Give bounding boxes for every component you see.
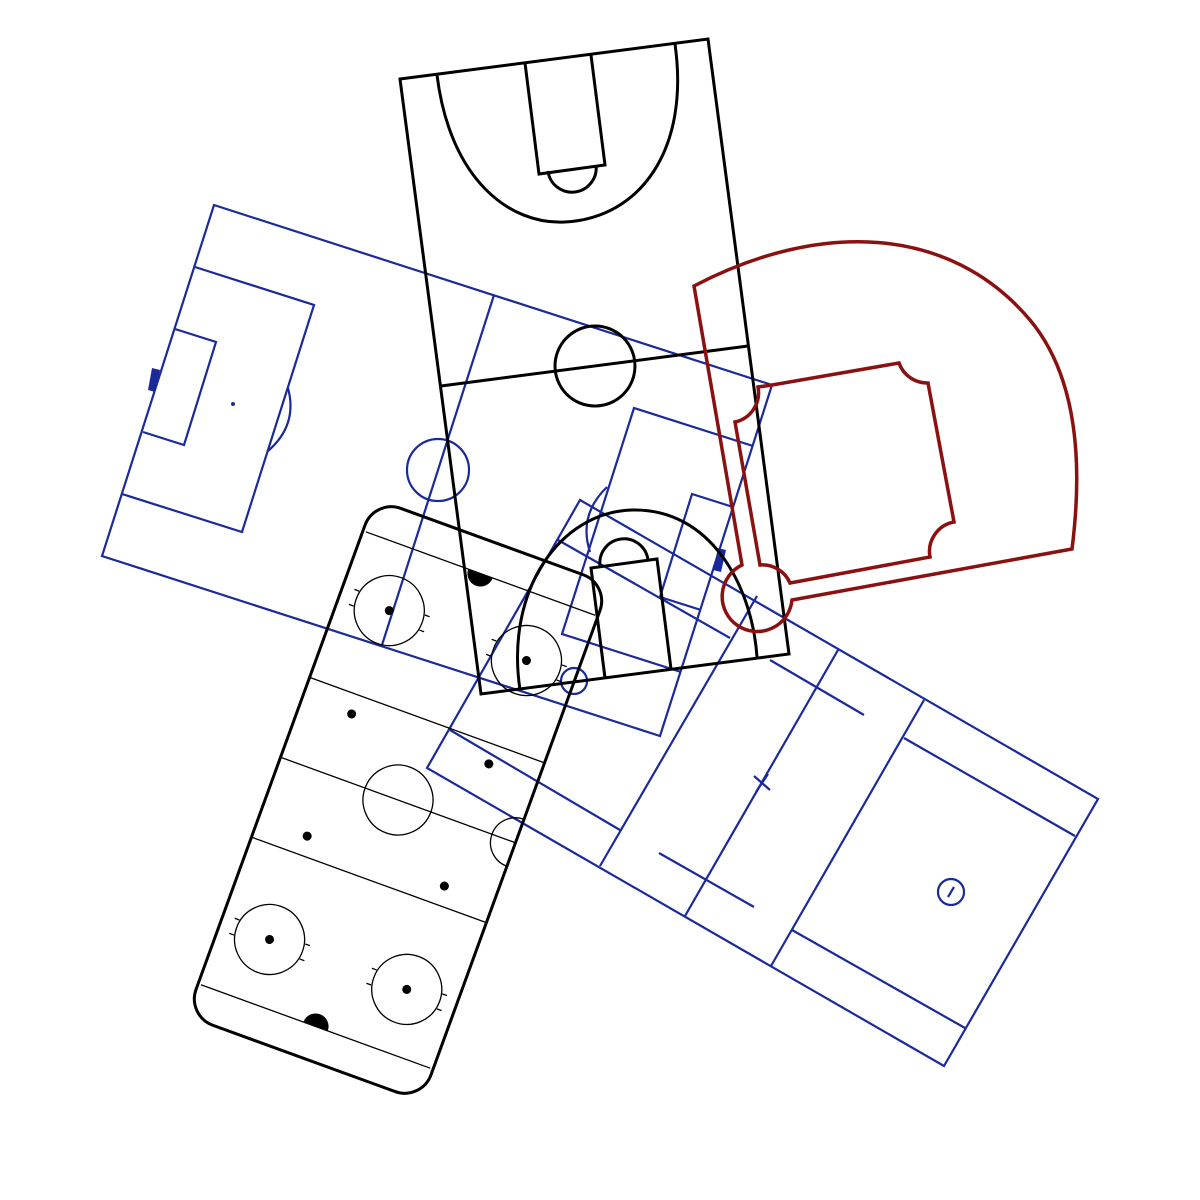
lacrosse-goal-area-bottom-right bbox=[791, 929, 966, 1029]
faceoff-circle bbox=[371, 953, 443, 1026]
basketball-free-throw-arc-top bbox=[546, 164, 598, 194]
faceoff-hash-marks bbox=[229, 588, 567, 1012]
basketball-boundary bbox=[398, 37, 791, 696]
hockey-rink bbox=[192, 505, 604, 1095]
baseball-infield bbox=[732, 361, 957, 585]
basketball-center-circle bbox=[553, 324, 637, 408]
soccer-penalty-box-left bbox=[121, 265, 316, 534]
soccer-pitch bbox=[100, 203, 774, 738]
soccer-center-circle bbox=[405, 437, 471, 503]
hockey-neutral-dots bbox=[302, 709, 494, 891]
lacrosse-wing-line-top bbox=[769, 659, 865, 716]
basketball-court bbox=[398, 37, 791, 696]
basketball-lane-top bbox=[523, 54, 607, 176]
hockey-center-line bbox=[280, 756, 516, 844]
lacrosse-restraining-line-right bbox=[770, 699, 925, 967]
baseball-outfield-boundary bbox=[692, 240, 1079, 634]
hockey-goal-crease-bottom bbox=[303, 1013, 329, 1031]
soccer-penalty-arc-left bbox=[267, 387, 292, 452]
soccer-penalty-box-right bbox=[560, 406, 754, 674]
baseball-field bbox=[692, 240, 1079, 634]
neutral-zone-dot bbox=[302, 831, 312, 841]
soccer-halfway-line bbox=[380, 294, 496, 646]
lacrosse-goal-right bbox=[947, 886, 955, 898]
lacrosse-center-x bbox=[753, 773, 771, 793]
hockey-blue-line-bottom bbox=[251, 836, 487, 924]
basketball-half-court-line bbox=[440, 344, 749, 388]
faceoff-dot bbox=[402, 984, 412, 994]
soccer-goal-area-right bbox=[658, 492, 734, 612]
hockey-blue-line-top bbox=[309, 676, 545, 764]
soccer-penalty-arc-right bbox=[585, 486, 608, 553]
hockey-faceoff-circles bbox=[229, 574, 567, 1026]
neutral-zone-dot bbox=[347, 709, 357, 719]
faceoff-dot bbox=[384, 606, 394, 616]
basketball-free-throw-arc-bottom bbox=[598, 537, 650, 567]
hockey-referee-crease bbox=[489, 817, 525, 867]
neutral-zone-dot bbox=[439, 881, 449, 891]
lacrosse-goal-area-top-left bbox=[557, 539, 731, 639]
hockey-center-circle bbox=[362, 764, 434, 836]
neutral-zone-dot bbox=[484, 759, 494, 769]
basketball-three-point-arc-top bbox=[435, 43, 680, 224]
basketball-three-point-arc-bottom bbox=[516, 508, 759, 691]
soccer-goal-right bbox=[713, 548, 726, 572]
faceoff-dot bbox=[521, 656, 531, 666]
soccer-penalty-spot-left bbox=[231, 402, 235, 406]
soccer-goal-left bbox=[148, 368, 160, 392]
basketball-lane-bottom bbox=[589, 557, 673, 679]
faceoff-circle bbox=[233, 903, 306, 976]
hockey-goal-line-top bbox=[365, 531, 596, 616]
lacrosse-restraining-line-left bbox=[599, 595, 758, 867]
soccer-goal-area-left bbox=[142, 327, 218, 447]
soccer-boundary bbox=[100, 203, 774, 738]
faceoff-dot bbox=[265, 934, 275, 944]
lacrosse-wing-line-bottom bbox=[658, 852, 755, 908]
faceoff-circle bbox=[353, 574, 425, 647]
lacrosse-field bbox=[425, 498, 1100, 1068]
lacrosse-goal-area-top-right bbox=[903, 737, 1076, 837]
lacrosse-goal-area-bottom-left bbox=[449, 729, 621, 831]
faceoff-circle bbox=[490, 624, 563, 697]
hockey-goal-crease-top bbox=[467, 569, 493, 587]
lacrosse-goal-crease-right bbox=[936, 877, 966, 907]
